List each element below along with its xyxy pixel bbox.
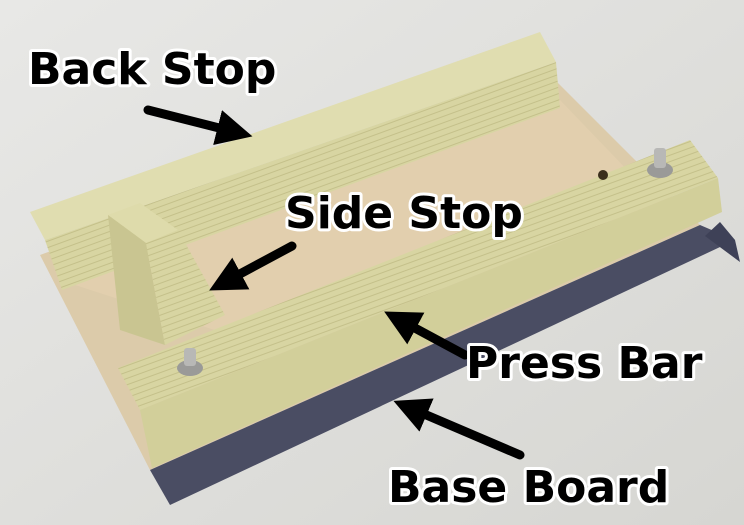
side-stop (108, 203, 225, 345)
wing-nut-right (647, 148, 673, 178)
press-bar (118, 140, 722, 468)
wing-nut-left (177, 348, 203, 376)
label-press-bar: Press Bar (466, 338, 703, 389)
label-side-stop: Side Stop (285, 188, 523, 239)
side-stop-arrow (209, 241, 297, 291)
back-stop-arrow (143, 105, 253, 146)
label-base-board: Base Board (388, 462, 669, 513)
press-bar-arrow (384, 311, 470, 360)
base-board-arrow (393, 398, 525, 460)
label-back-stop: Back Stop (28, 44, 276, 95)
